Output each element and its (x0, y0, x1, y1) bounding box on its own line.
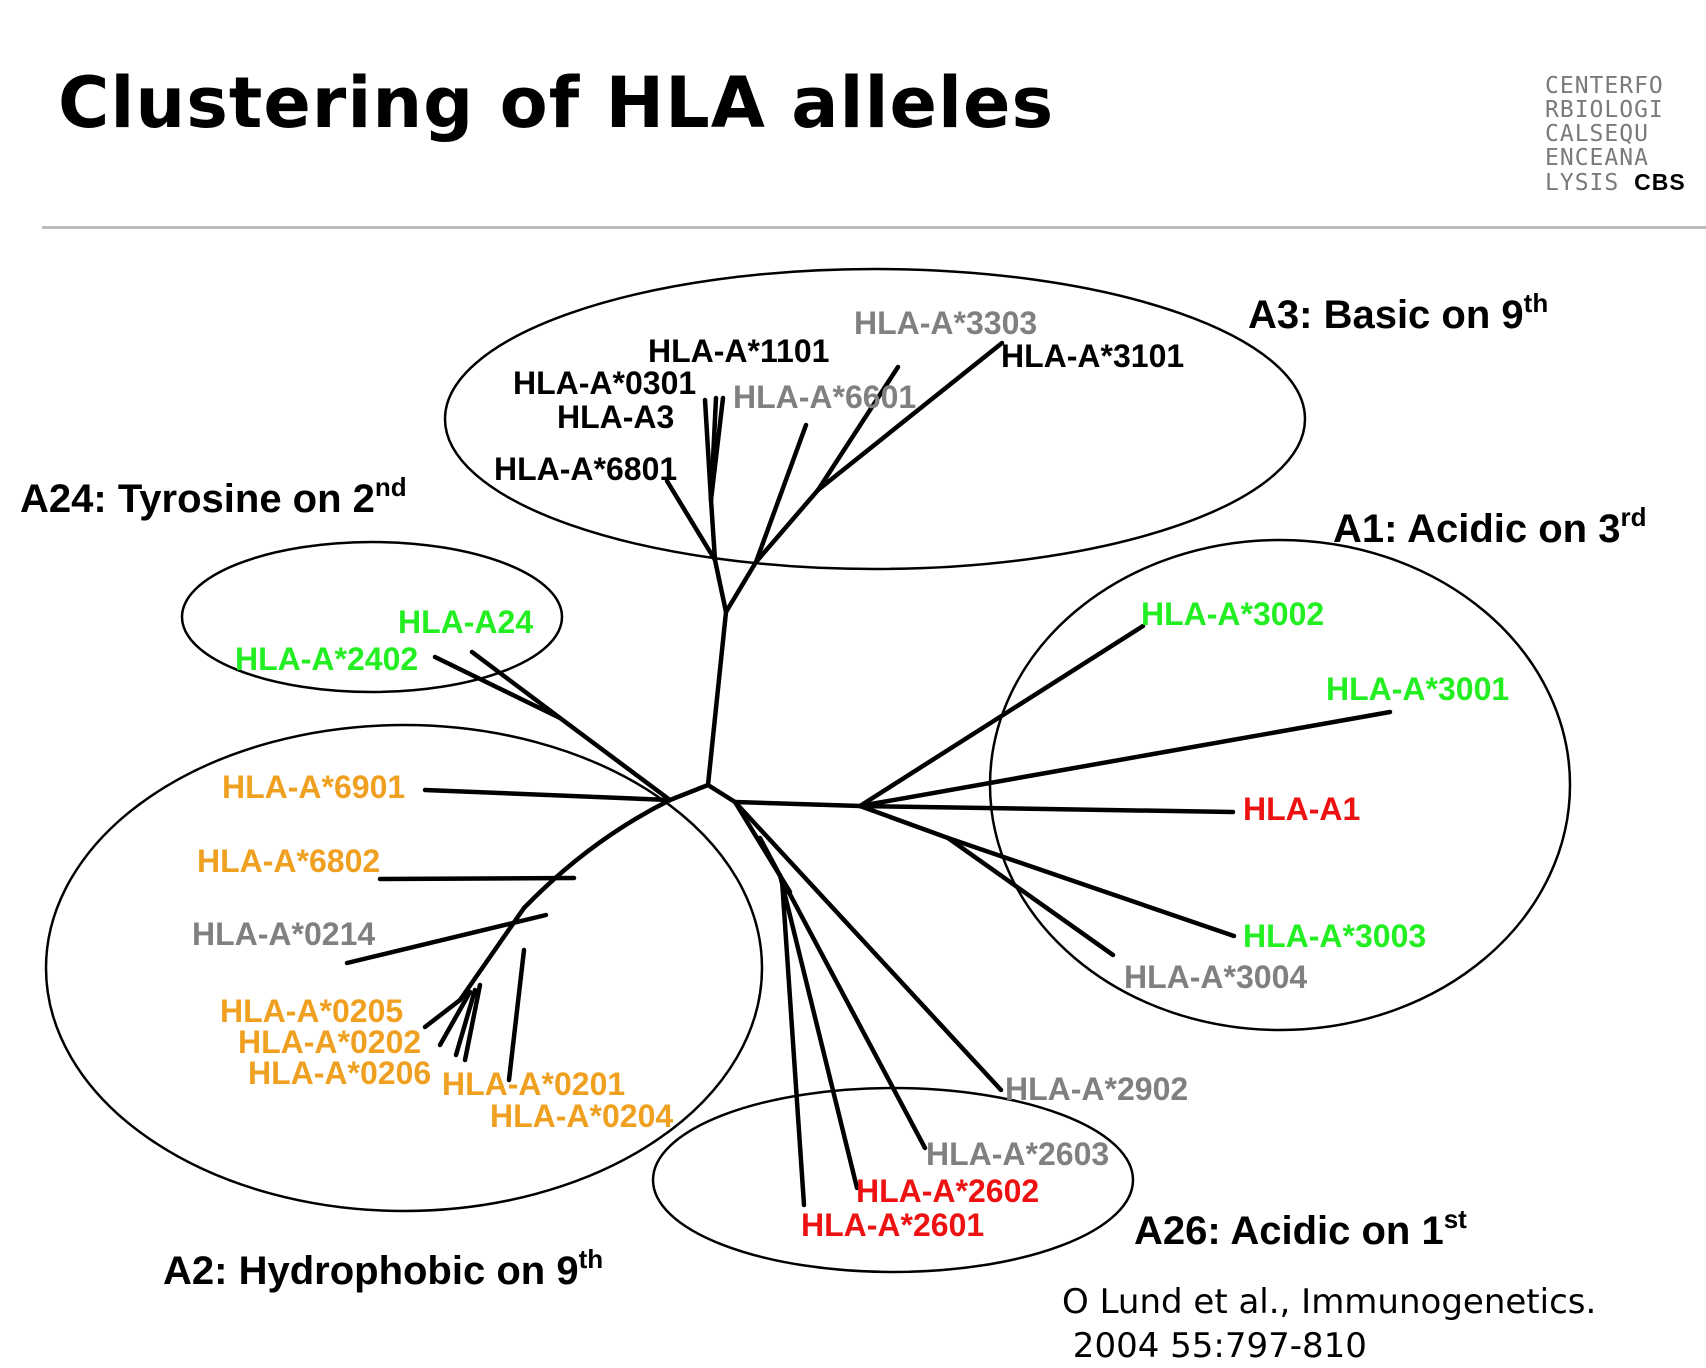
allele-label: HLA-A*2602 (856, 1173, 1039, 1209)
allele-label: HLA-A*0202 (238, 1024, 421, 1060)
branch-a3-stem (712, 557, 729, 615)
logo-line: ENCEANA (1545, 145, 1649, 171)
branch-a3003 (945, 835, 1237, 939)
allele-label: HLA-A*3303 (854, 305, 1037, 341)
branch-a1-low (857, 803, 951, 841)
allele-label: HLA-A*6802 (197, 843, 380, 879)
cluster-a2-ellipse (44, 723, 764, 1213)
branch-a2601 (779, 877, 807, 1208)
logo-line: RBIOLOGI (1545, 97, 1664, 123)
logo-text: LYSIS (1545, 170, 1620, 196)
allele-label: HLA-A*2902 (1005, 1071, 1188, 1107)
branch-a1101 (708, 395, 726, 503)
branch-a3-sub (708, 497, 718, 563)
logo-line: CALSEQU (1545, 121, 1649, 147)
allele-label: HLA-A*6801 (494, 451, 677, 487)
branch-a2-arc (521, 797, 673, 911)
allele-label: HLA-A*1101 (648, 333, 829, 369)
branch-a0204 (506, 947, 527, 1083)
group-label-a3: A3: Basic on 9th (1248, 288, 1548, 337)
branch-a1-stem (732, 799, 863, 809)
logo-cbs: CBS (1634, 169, 1686, 195)
branch-a6901 (422, 787, 673, 803)
cbs-logo: CENTERFO RBIOLOGI CALSEQU ENCEANA LYSIS … (1545, 74, 1685, 195)
branch-a6802 (377, 875, 577, 882)
allele-label: HLA-A*0205 (220, 993, 403, 1029)
branch-a1 (857, 803, 1236, 815)
logo-line: CENTERFO (1545, 73, 1664, 99)
group-label-a26: A26: Acidic on 1st (1134, 1204, 1467, 1253)
group-label-a2: A2: Hydrophobic on 9th (163, 1244, 603, 1293)
allele-label: HLA-A*0301 (513, 365, 696, 401)
allele-label: HLA-A*2402 (235, 641, 418, 677)
citation: O Lund et al., Immunogenetics. 2004 55:7… (1062, 1280, 1596, 1368)
branch-a0205 (422, 997, 463, 1030)
branch-a6801 (664, 478, 718, 563)
branch-a3001 (857, 709, 1393, 809)
group-label-a1: A1: Acidic on 3rd (1333, 502, 1646, 551)
group-label-a24: A24: Tyrosine on 2nd (20, 472, 407, 521)
branch-a3303 (815, 364, 901, 493)
branch-a2402 (432, 654, 563, 721)
allele-label: HLA-A*3002 (1141, 596, 1324, 632)
branch-a24 (469, 649, 563, 721)
allele-label: HLA-A*2601 (801, 1207, 984, 1243)
branch-center-right (705, 782, 738, 805)
branch-a0202 (437, 989, 473, 1048)
branch-a2902 (732, 799, 1004, 1093)
branch-trunk (705, 609, 729, 788)
allele-label: HLA-A*0214 (192, 916, 375, 952)
allele-label: HLA-A*6901 (222, 769, 405, 805)
allele-label: HLA-A*3003 (1243, 918, 1426, 954)
header-divider (42, 226, 1706, 229)
page-title: Clustering of HLA alleles (58, 62, 1055, 144)
citation-line-1: O Lund et al., Immunogenetics. (1062, 1282, 1597, 1322)
citation-line-2: 2004 55:797-810 (1062, 1326, 1367, 1366)
branch-a3101 (815, 340, 1005, 493)
allele-label: HLA-A*0206 (248, 1055, 431, 1091)
allele-label: HLA-A*3101 (1001, 338, 1184, 374)
allele-label: HLA-A*6601 (733, 379, 916, 415)
allele-label: HLA-A*3004 (1124, 959, 1307, 995)
branch-a24-stem (557, 715, 673, 803)
allele-label: HLA-A24 (398, 604, 533, 640)
branch-a2603 (757, 835, 928, 1151)
allele-label: HLA-A*2603 (926, 1136, 1109, 1172)
branch-a2-low (457, 905, 527, 1003)
branch-a6601 (753, 422, 809, 565)
branch-a3-right (753, 487, 821, 565)
cluster-a24-ellipse (180, 540, 564, 694)
branch-a2602 (777, 872, 860, 1191)
logo-line: LYSIS CBS (1545, 170, 1685, 195)
cluster-a3-ellipse (443, 267, 1307, 571)
branch-a0201 (462, 982, 483, 1063)
branch-a3004 (945, 835, 1116, 958)
allele-label: HLA-A*0201 (442, 1066, 625, 1102)
allele-label: HLA-A*0204 (490, 1098, 673, 1134)
branch-a3-base (723, 559, 759, 615)
branch-center-left (667, 782, 711, 803)
branch-a3002 (857, 623, 1146, 809)
allele-label: HLA-A*3001 (1326, 671, 1509, 707)
allele-label: HLA-A3 (557, 399, 674, 435)
allele-label: HLA-A1 (1243, 791, 1360, 827)
branch-a0206 (453, 987, 478, 1058)
